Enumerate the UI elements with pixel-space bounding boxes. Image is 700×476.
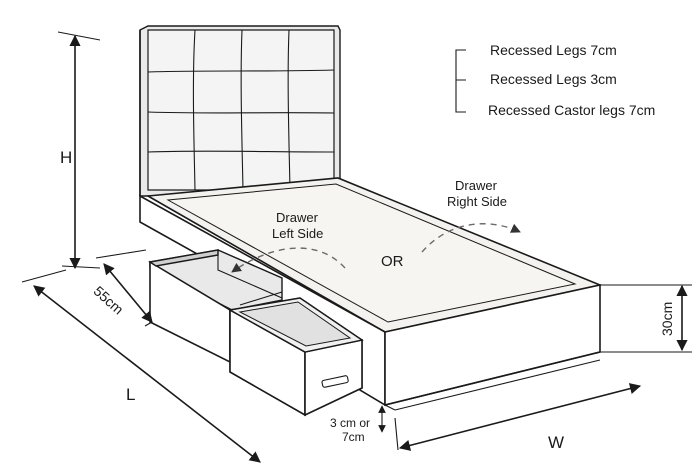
legend-item-castor-legs-7cm: Recessed Castor legs 7cm [488,102,655,118]
depth-label: 55cm [91,283,127,318]
base-height-dimension [600,284,692,353]
height-dimension [57,31,101,270]
drawer-left-label-1: Drawer [276,210,319,225]
base-height-label: 30cm [659,302,675,336]
drawer-right-label-2: Right Side [447,194,507,209]
headboard [139,25,341,197]
width-label: W [548,433,564,452]
length-label: L [126,385,135,404]
drawer-left-arrow [231,247,346,273]
bed-top-surface [145,177,603,333]
height-label: H [60,148,72,167]
length-dimension [21,269,261,463]
legs-legend-bracket [455,49,466,113]
width-dimension [394,383,642,451]
drawer-right-label-1: Drawer [455,178,498,193]
drawer-right-arrow [421,223,521,253]
leg-height-label-2: 7cm [342,430,365,444]
legend-item-legs-3cm: Recessed Legs 3cm [490,71,617,87]
legend-item-legs-7cm: Recessed Legs 7cm [490,42,617,58]
or-label: OR [381,253,404,270]
drawer-left-label-2: Left Side [272,226,323,241]
leg-height-label-1: 3 cm or [330,416,370,430]
